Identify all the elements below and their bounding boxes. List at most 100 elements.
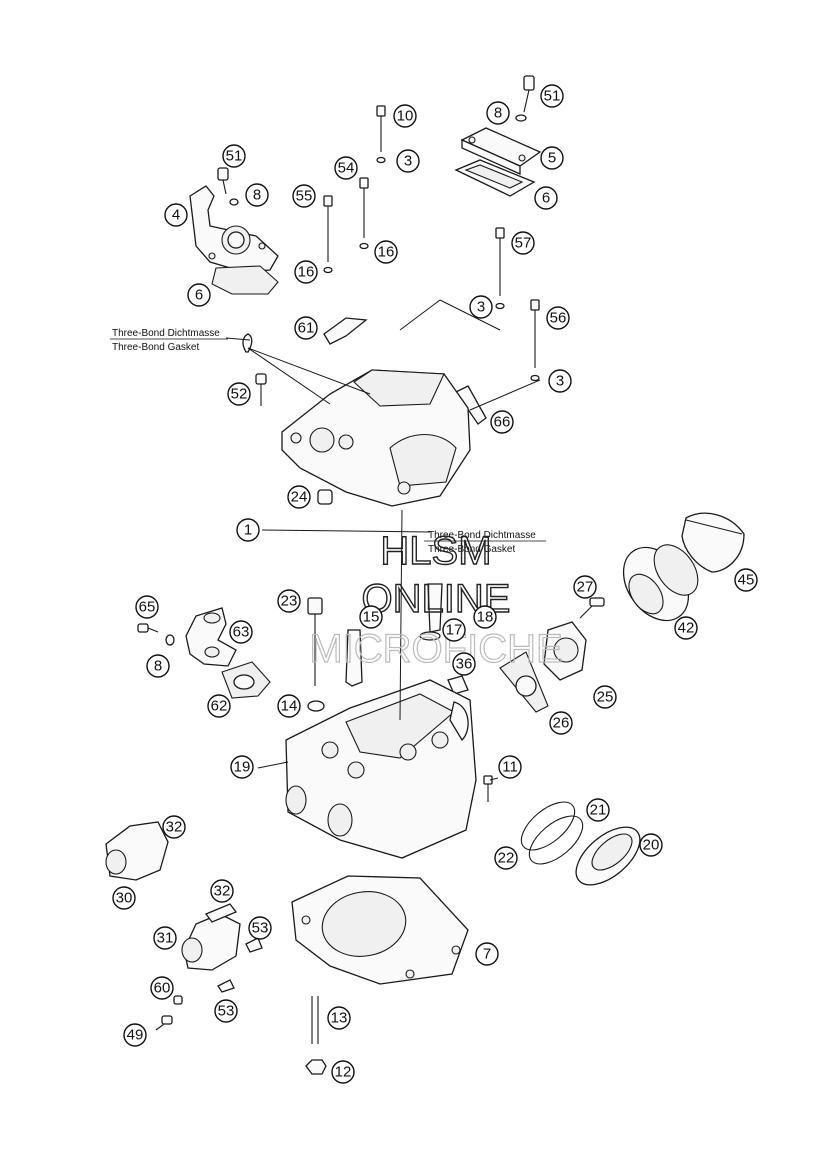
svg-text:66: 66 — [494, 414, 511, 431]
callout-53: 53 — [214, 999, 238, 1023]
svg-text:45: 45 — [738, 572, 755, 589]
svg-text:53: 53 — [252, 920, 269, 937]
callout-16: 16 — [294, 260, 318, 284]
callout-32: 32 — [210, 879, 234, 903]
intake-manifold-assembly — [105, 607, 271, 1031]
svg-text:61: 61 — [298, 320, 315, 337]
callout-31: 31 — [153, 926, 177, 950]
callout-27: 27 — [573, 575, 597, 599]
svg-text:42: 42 — [678, 620, 695, 637]
callout-55: 55 — [292, 184, 316, 208]
callout-56: 56 — [546, 306, 570, 330]
svg-text:32: 32 — [214, 883, 231, 900]
svg-text:51: 51 — [226, 148, 243, 165]
callout-51: 51 — [222, 144, 246, 168]
callout-51: 51 — [540, 84, 564, 108]
callout-6: 6 — [187, 283, 211, 307]
throttle-flange-assembly — [499, 512, 745, 713]
callout-14: 14 — [277, 694, 301, 718]
svg-text:51: 51 — [544, 88, 561, 105]
sealant-note-middle: Three-Bond Dichtmasse Three-Bond Gasket — [424, 530, 546, 555]
callout-8: 8 — [486, 101, 510, 125]
callout-5: 5 — [540, 146, 564, 170]
callout-3: 3 — [548, 369, 572, 393]
svg-text:3: 3 — [404, 153, 412, 170]
callout-45: 45 — [734, 568, 758, 592]
callout-6: 6 — [534, 186, 558, 210]
svg-text:65: 65 — [139, 599, 156, 616]
callout-20: 20 — [639, 833, 663, 857]
sealant-note-top-line1: Three-Bond Dichtmasse — [112, 328, 220, 339]
svg-text:8: 8 — [154, 658, 162, 675]
callout-7: 7 — [475, 942, 499, 966]
callout-16: 16 — [374, 240, 398, 264]
valve-cover-assembly — [189, 75, 542, 507]
svg-text:14: 14 — [281, 698, 298, 715]
callout-18: 18 — [473, 605, 497, 629]
svg-text:27: 27 — [577, 579, 594, 596]
callout-42: 42 — [674, 616, 698, 640]
callout-3: 3 — [396, 149, 420, 173]
svg-text:63: 63 — [233, 624, 250, 641]
callout-17: 17 — [442, 618, 466, 642]
callout-57: 57 — [511, 231, 535, 255]
watermark-line3: MICROFICHE — [309, 627, 562, 671]
svg-text:8: 8 — [494, 105, 502, 122]
svg-text:16: 16 — [298, 264, 315, 281]
leader-lines — [225, 299, 541, 781]
callout-10: 10 — [393, 104, 417, 128]
callout-30: 30 — [112, 886, 136, 910]
callout-3: 3 — [469, 295, 493, 319]
svg-text:62: 62 — [211, 698, 228, 715]
svg-text:12: 12 — [335, 1064, 352, 1081]
callout-25: 25 — [593, 685, 617, 709]
callout-54: 54 — [334, 156, 358, 180]
callout-53: 53 — [248, 916, 272, 940]
svg-text:17: 17 — [446, 622, 463, 639]
svg-text:24: 24 — [291, 489, 308, 506]
svg-text:15: 15 — [363, 609, 380, 626]
svg-text:8: 8 — [253, 187, 261, 204]
svg-text:56: 56 — [550, 310, 567, 327]
svg-text:23: 23 — [281, 593, 298, 610]
sealant-note-top-line2: Three-Bond Gasket — [112, 342, 199, 353]
svg-text:13: 13 — [331, 1010, 348, 1027]
callout-1: 1 — [236, 518, 260, 542]
callout-22: 22 — [494, 846, 518, 870]
callout-15: 15 — [359, 605, 383, 629]
svg-text:6: 6 — [542, 190, 550, 207]
callout-60: 60 — [150, 976, 174, 1000]
callout-8: 8 — [146, 654, 170, 678]
callout-49: 49 — [123, 1023, 147, 1047]
svg-text:5: 5 — [548, 150, 556, 167]
callout-63: 63 — [229, 620, 253, 644]
svg-text:11: 11 — [502, 759, 518, 776]
svg-text:53: 53 — [218, 1003, 235, 1020]
svg-text:60: 60 — [154, 980, 171, 997]
callout-24: 24 — [287, 485, 311, 509]
callout-12: 12 — [331, 1060, 355, 1084]
svg-text:1: 1 — [244, 522, 252, 539]
callout-19: 19 — [230, 755, 254, 779]
svg-text:22: 22 — [498, 850, 515, 867]
svg-text:57: 57 — [515, 235, 532, 252]
callout-36: 36 — [452, 652, 476, 676]
callout-26: 26 — [549, 711, 573, 735]
svg-text:3: 3 — [556, 373, 564, 390]
cylinder-head-assembly — [285, 583, 641, 1075]
svg-text:36: 36 — [456, 656, 473, 673]
svg-text:55: 55 — [296, 188, 313, 205]
callout-4: 4 — [164, 203, 188, 227]
svg-text:26: 26 — [553, 715, 570, 732]
svg-text:25: 25 — [597, 689, 614, 706]
callout-13: 13 — [327, 1006, 351, 1030]
callout-21: 21 — [586, 798, 610, 822]
svg-text:6: 6 — [195, 287, 203, 304]
svg-text:54: 54 — [338, 160, 355, 177]
svg-text:19: 19 — [234, 759, 251, 776]
sealant-note-middle-line1: Three-Bond Dichtmasse — [428, 530, 536, 541]
svg-text:52: 52 — [231, 386, 248, 403]
callout-32: 32 — [162, 815, 186, 839]
svg-text:4: 4 — [172, 207, 180, 224]
